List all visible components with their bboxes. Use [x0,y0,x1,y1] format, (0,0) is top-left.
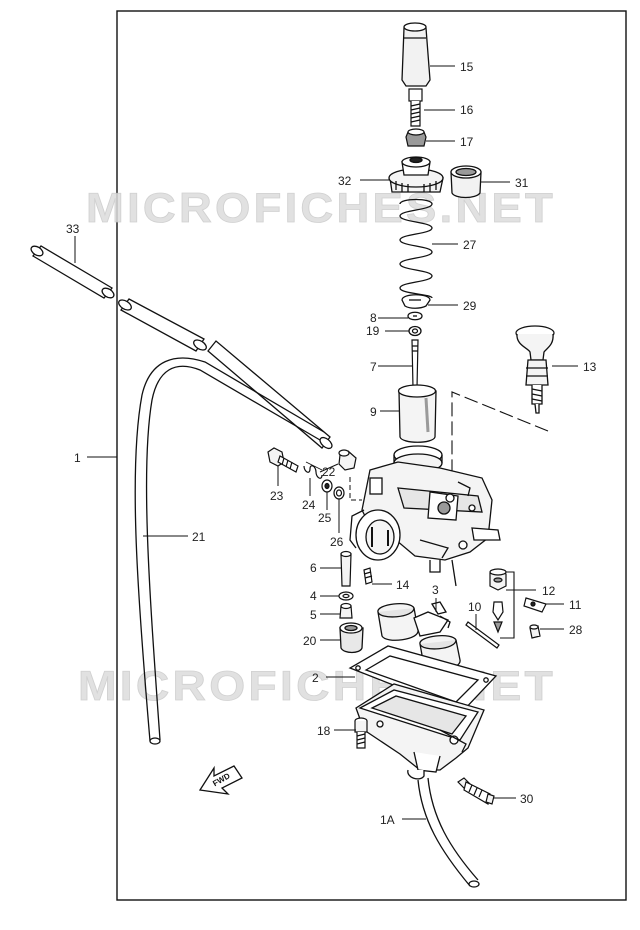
callout-14: 14 [396,578,410,592]
part-6-needle-jet [340,550,352,587]
callout-2: 2 [312,671,319,685]
callout-4: 4 [310,589,317,603]
part-4-washer [338,591,354,601]
callout-30: 30 [520,792,534,806]
callout-20: 20 [303,634,317,648]
screw-leader-line [349,477,362,501]
part-21-long-hose [134,357,325,745]
callout-8: 8 [370,311,377,325]
part-10-float-pin [465,621,500,649]
callout-9: 9 [370,405,377,419]
part-30-drain-screw [457,777,495,805]
watermark-group: MICROFICHES.NET MICROFICHES.NET [78,184,556,710]
callout-24: 24 [302,498,316,512]
callout-26: 26 [330,535,344,549]
carburetor-body [349,445,501,587]
part-20-cap [339,622,364,654]
part-22-nipple [338,449,357,471]
part-26-o-ring [333,486,345,500]
callout-22: 22 [322,465,336,479]
valve-group-bracket [500,571,515,639]
callout-3: 3 [432,583,439,597]
fwd-arrow-icon: FWD [198,765,243,795]
part-11-float-plate [523,597,547,613]
callout-23: 23 [270,489,284,503]
callout-11: 11 [569,598,582,612]
part-27-throttle-spring [399,198,433,299]
part-17-locknut [405,128,427,147]
callout-1: 1 [74,451,81,465]
starter-leader-line [451,391,549,482]
callout-21: 21 [192,530,206,544]
callout-5: 5 [310,608,317,622]
part-28-screw [529,624,541,639]
part-24-spring [303,461,323,479]
part-33-hose [30,245,115,299]
part-1A-drain-hose [417,777,480,888]
part-29-needle-retainer [401,294,431,309]
part-13-starter-plunger [515,325,555,414]
part-9-throttle-valve [397,384,437,443]
callout-7: 7 [370,360,377,374]
part-vent-hose [118,298,333,450]
callout-17: 17 [460,135,474,149]
watermark-top: MICROFICHES.NET [86,184,556,231]
callout-6: 6 [310,561,317,575]
part-12b-needle-valve [492,601,504,634]
callout-labels: 15 16 17 32 31 27 29 8 19 7 9 13 1 33 22… [66,60,597,827]
part-32-chamber-cap [388,156,444,193]
part-8-e-clip [407,311,423,321]
part-19-washer [408,325,422,337]
callout-27: 27 [463,238,477,252]
part-18-screw [354,717,368,749]
callout-29: 29 [463,299,477,313]
callout-12: 12 [542,584,556,598]
callout-32: 32 [338,174,352,188]
callout-16: 16 [460,103,474,117]
callout-10: 10 [468,600,482,614]
leader-lines [74,65,578,820]
callout-15: 15 [460,60,474,74]
part-25-washer [321,479,333,493]
callout-25: 25 [318,511,332,525]
callout-18: 18 [317,724,331,738]
diagram-frame [116,10,627,901]
part-23-air-screw [267,447,299,473]
callout-28: 28 [569,623,583,637]
part-15-cable-cap [401,22,431,87]
callout-33: 33 [66,222,80,236]
part-16-adjuster [408,88,423,127]
part-float-chamber [355,683,485,780]
callout-1A: 1A [380,813,395,827]
part-7-jet-needle [411,339,419,389]
callout-19: 19 [366,324,380,338]
callout-13: 13 [583,360,597,374]
part-5-main-jet [339,602,353,619]
part-31-rubber-cap [450,165,482,199]
callout-31: 31 [515,176,529,190]
part-14-pilot-jet [363,567,373,585]
part-12-needle-valve-seat [489,568,507,591]
